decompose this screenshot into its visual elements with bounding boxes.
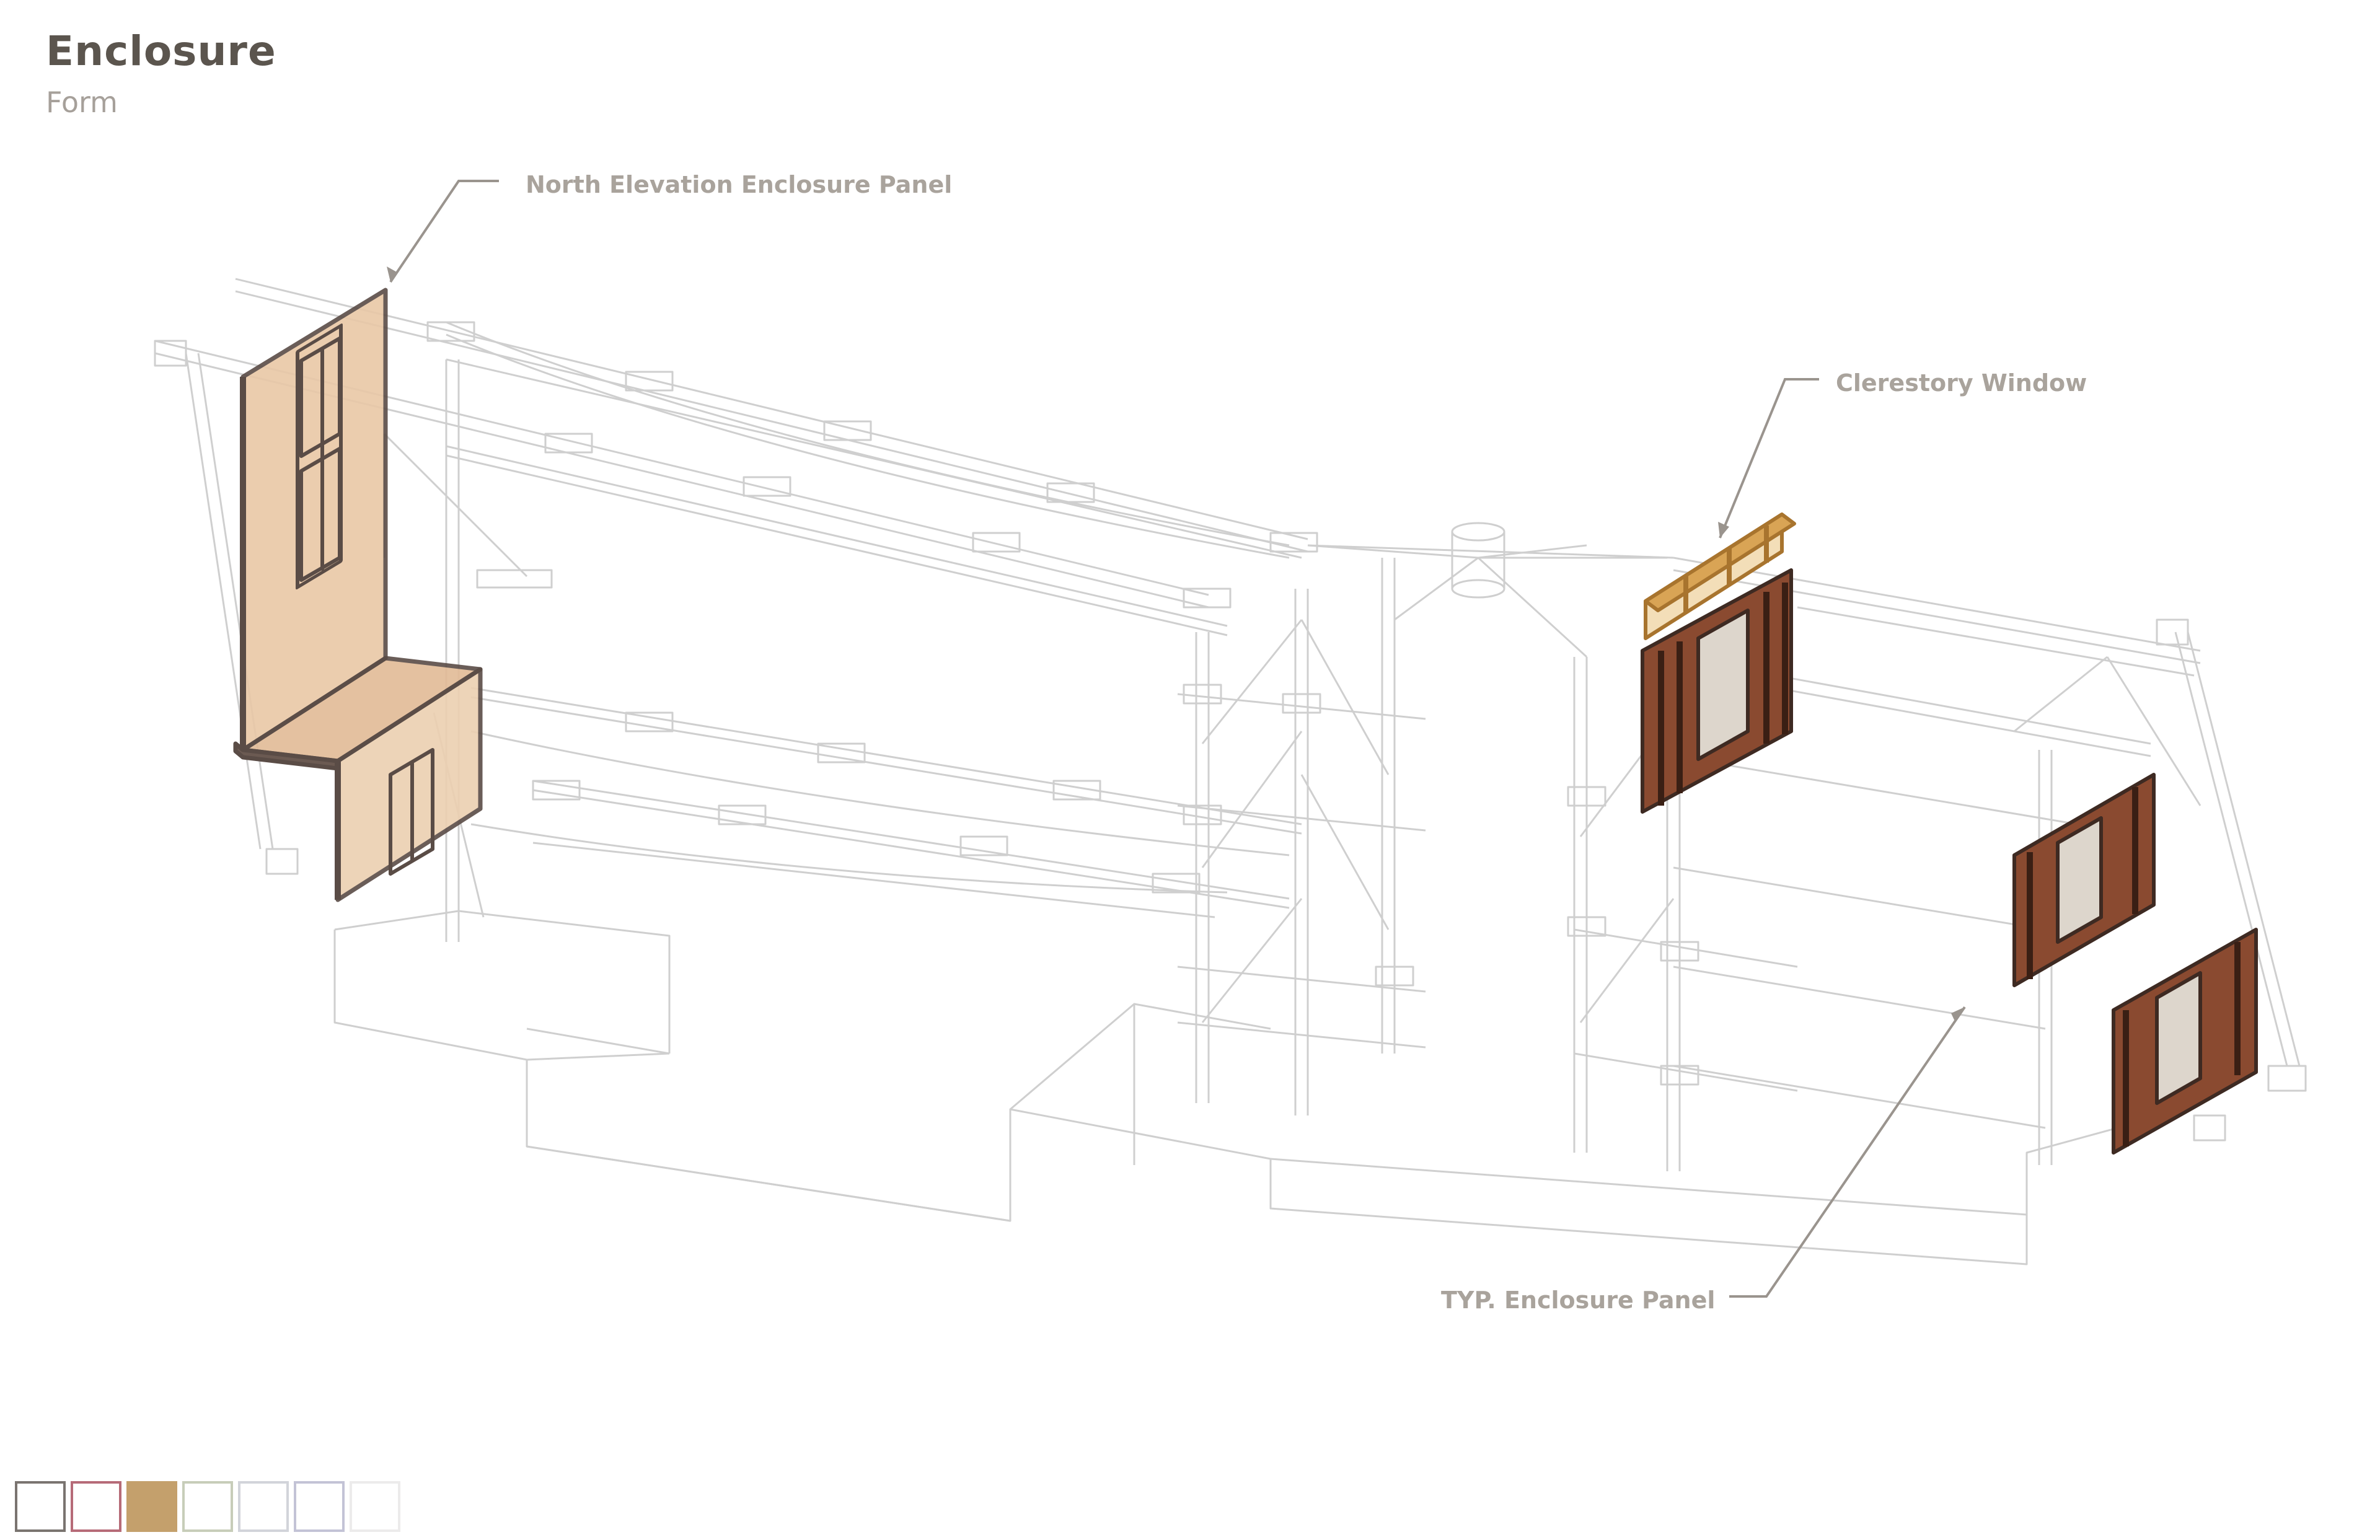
foundation-outline bbox=[333, 930, 2164, 1265]
page-subtitle: Form bbox=[46, 86, 118, 119]
typ-enclosure-panel-lower bbox=[2112, 928, 2258, 1155]
typ-enclosure-panel-core bbox=[1641, 568, 1793, 814]
callout-leaders bbox=[387, 180, 1966, 1298]
swatch-outline-sage bbox=[182, 1481, 233, 1532]
swatch-outline-faint bbox=[350, 1481, 400, 1532]
typ-enclosure-panel-upper bbox=[2012, 773, 2156, 987]
clerestory-window bbox=[1644, 513, 1796, 640]
callout-north-panel: North Elevation Enclosure Panel bbox=[526, 171, 953, 198]
swatch-tan-fill bbox=[126, 1481, 177, 1532]
page-title: Enclosure bbox=[46, 27, 276, 75]
material-swatch-row bbox=[15, 1481, 400, 1532]
structure-wireframe bbox=[154, 278, 2307, 1265]
swatch-outline-red bbox=[71, 1481, 121, 1532]
swatch-outline-lavender bbox=[294, 1481, 345, 1532]
leader-north-panel bbox=[389, 180, 499, 283]
leader-typ-panel bbox=[1729, 1006, 1966, 1298]
swatch-outline-pale bbox=[238, 1481, 289, 1532]
swatch-outline-grey bbox=[15, 1481, 66, 1532]
leader-clerestory bbox=[1719, 378, 1819, 539]
callout-typ-panel: TYP. Enclosure Panel bbox=[1441, 1287, 1716, 1314]
callout-clerestory: Clerestory Window bbox=[1836, 369, 2087, 397]
north-elevation-enclosure-panel bbox=[233, 288, 483, 902]
